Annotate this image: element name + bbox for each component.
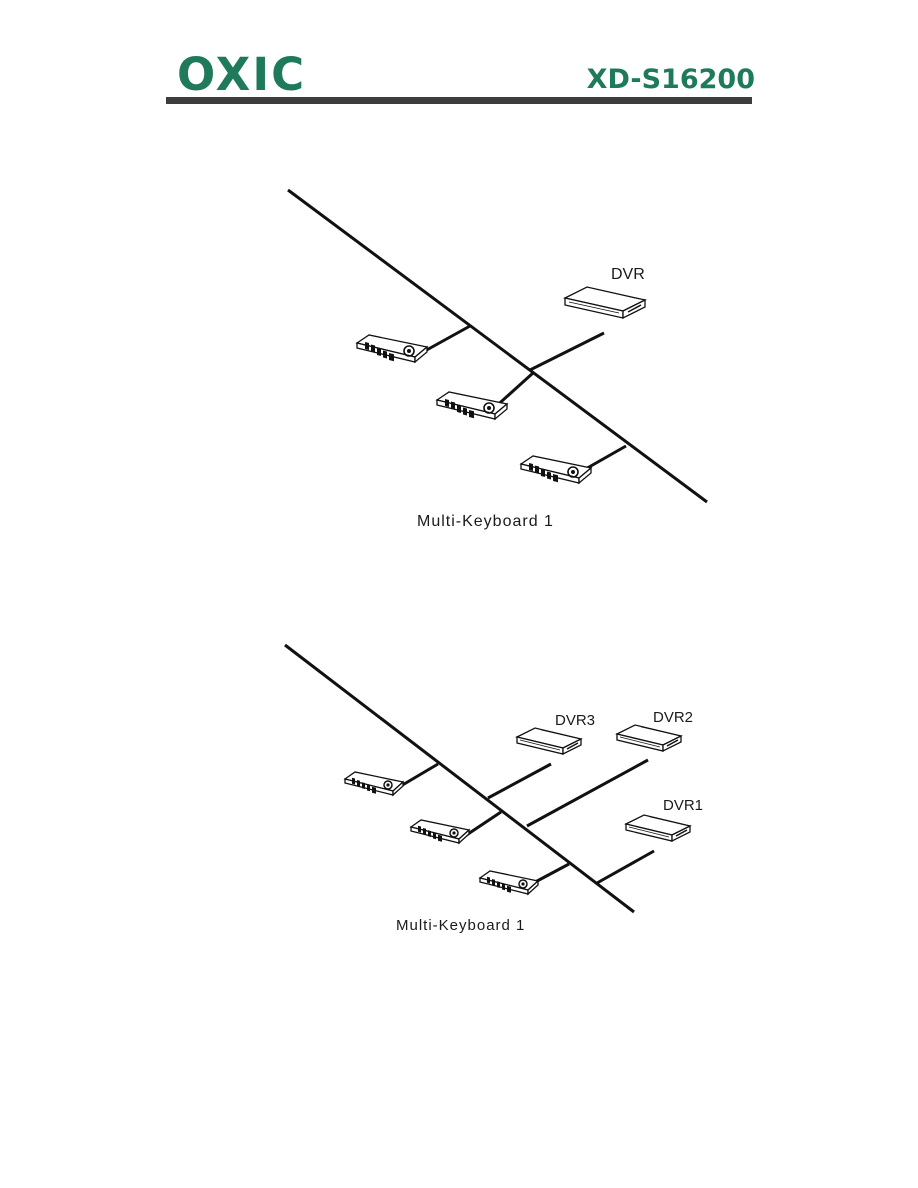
control-keyboard-icon xyxy=(356,334,428,363)
dvr-unit-icon xyxy=(625,814,691,842)
control-keyboard-icon xyxy=(520,455,592,484)
dvr-unit-icon xyxy=(616,724,682,752)
dvr3-label: DVR3 xyxy=(555,712,595,729)
dvr2-cable xyxy=(526,758,649,828)
dvr-label: DVR xyxy=(611,266,645,283)
multi-keyboard-single-dvr-diagram: DVR Multi-Keyboard 1 xyxy=(287,188,708,530)
brand-logo: OXIC xyxy=(177,48,307,101)
diagram-caption: Multi-Keyboard 1 xyxy=(417,513,554,530)
model-number: XD-S16200 xyxy=(586,64,755,95)
control-keyboard-icon xyxy=(410,819,470,844)
dvr1-label: DVR1 xyxy=(663,797,703,814)
dvr-unit-icon xyxy=(516,727,582,755)
dvr2-label: DVR2 xyxy=(653,709,693,726)
dvr-cable xyxy=(529,331,605,372)
diagram-caption: Multi-Keyboard 1 xyxy=(396,917,525,934)
header-divider xyxy=(166,97,752,104)
bus-line xyxy=(287,188,708,504)
control-keyboard-icon xyxy=(479,870,539,895)
dvr3-cable xyxy=(487,762,552,800)
dvr-unit-icon xyxy=(564,286,646,319)
dvr1-cable xyxy=(596,849,655,885)
multi-keyboard-multi-dvr-diagram: DVR3 DVR2 DVR1 Multi-Keyboard 1 xyxy=(284,643,703,934)
control-keyboard-icon xyxy=(436,391,508,420)
bus-line xyxy=(284,643,635,914)
control-keyboard-icon xyxy=(344,771,404,796)
